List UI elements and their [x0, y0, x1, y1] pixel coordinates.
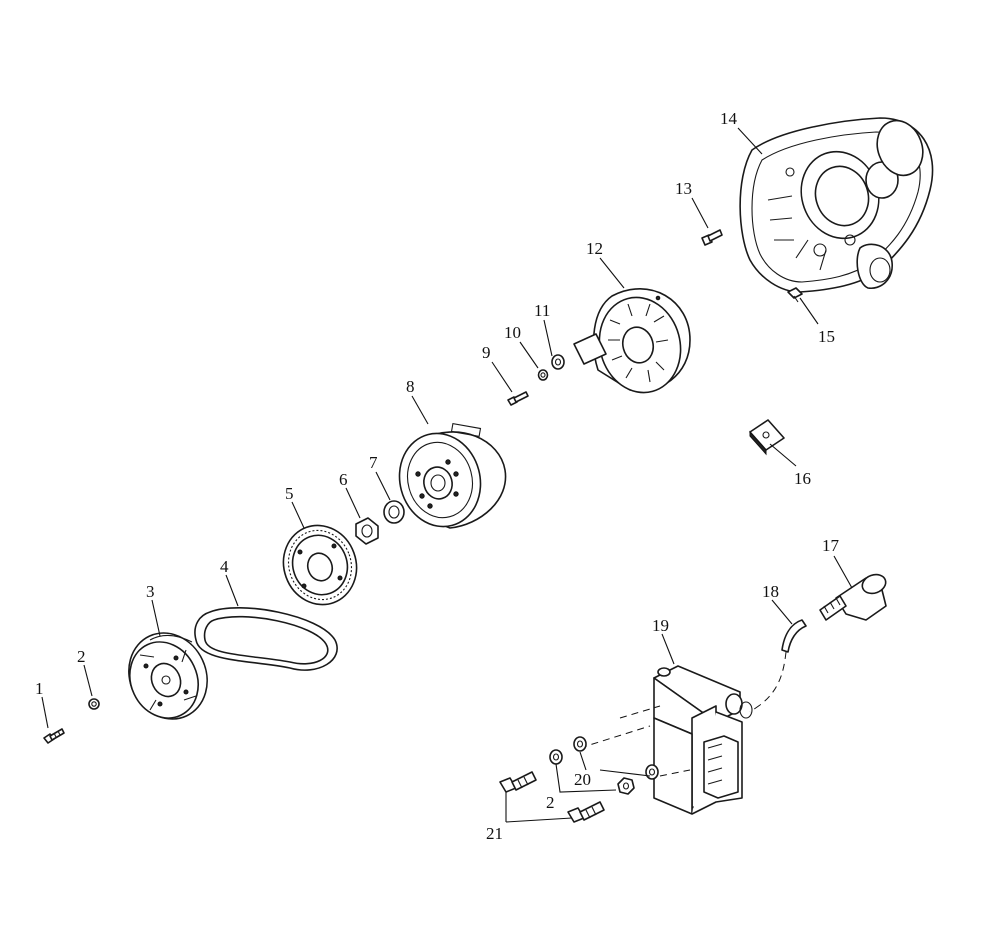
part-13-bolt [701, 229, 723, 246]
callout-1: 1 [35, 679, 44, 698]
callout-20: 20 [574, 770, 591, 789]
part-4-belt [194, 606, 338, 671]
part-5-driven-pulley [282, 524, 358, 606]
callout-5: 5 [285, 484, 294, 503]
part-2-nut-left [88, 698, 100, 710]
callout-13: 13 [675, 179, 692, 198]
coil-axis-dash-3 [659, 769, 691, 777]
part-14-crankcase-cover [739, 117, 934, 293]
callout-labels: 1 2 3 4 5 6 7 8 9 10 11 12 13 14 15 16 1… [35, 109, 840, 843]
part-9-bolt [507, 391, 529, 406]
part-18-ht-lead [759, 619, 807, 706]
callout-10: 10 [504, 323, 521, 342]
part-19-ignition-coil [653, 665, 753, 815]
callout-6: 6 [339, 470, 348, 489]
coil-axis-dash-2 [579, 725, 651, 749]
part-7-washer [383, 500, 405, 524]
part-6-hex-nut [355, 517, 379, 545]
callout-15: 15 [818, 327, 835, 346]
callout-3: 3 [146, 582, 155, 601]
part-3-pulley-half [128, 632, 208, 720]
callout-2-right: 2 [546, 793, 555, 812]
callout-9: 9 [482, 343, 491, 362]
callout-21: 21 [486, 824, 503, 843]
callout-7: 7 [369, 453, 378, 472]
callout-12: 12 [586, 239, 603, 258]
callout-19: 19 [652, 616, 669, 635]
callout-14: 14 [720, 109, 738, 128]
callout-4: 4 [220, 557, 229, 576]
part-1-bolt [43, 728, 65, 744]
part-17-spark-plug-cap [819, 573, 887, 621]
callout-2: 2 [77, 647, 86, 666]
part-2-nuts-right [549, 749, 635, 795]
part-12-stator [573, 288, 691, 394]
part-15-fitting [787, 287, 803, 303]
part-11-washer [551, 354, 565, 370]
callout-11: 11 [534, 301, 550, 320]
callout-17: 17 [822, 536, 840, 555]
part-8-flywheel [398, 422, 507, 529]
leader-lines [41, 127, 853, 823]
callout-16: 16 [794, 469, 811, 488]
callout-18: 18 [762, 582, 779, 601]
part-10-small-nut [537, 369, 549, 381]
part-16-clip [749, 419, 785, 456]
coil-lead-dash [749, 704, 761, 713]
callout-8: 8 [406, 377, 415, 396]
coil-axis-dash-1 [619, 705, 661, 719]
